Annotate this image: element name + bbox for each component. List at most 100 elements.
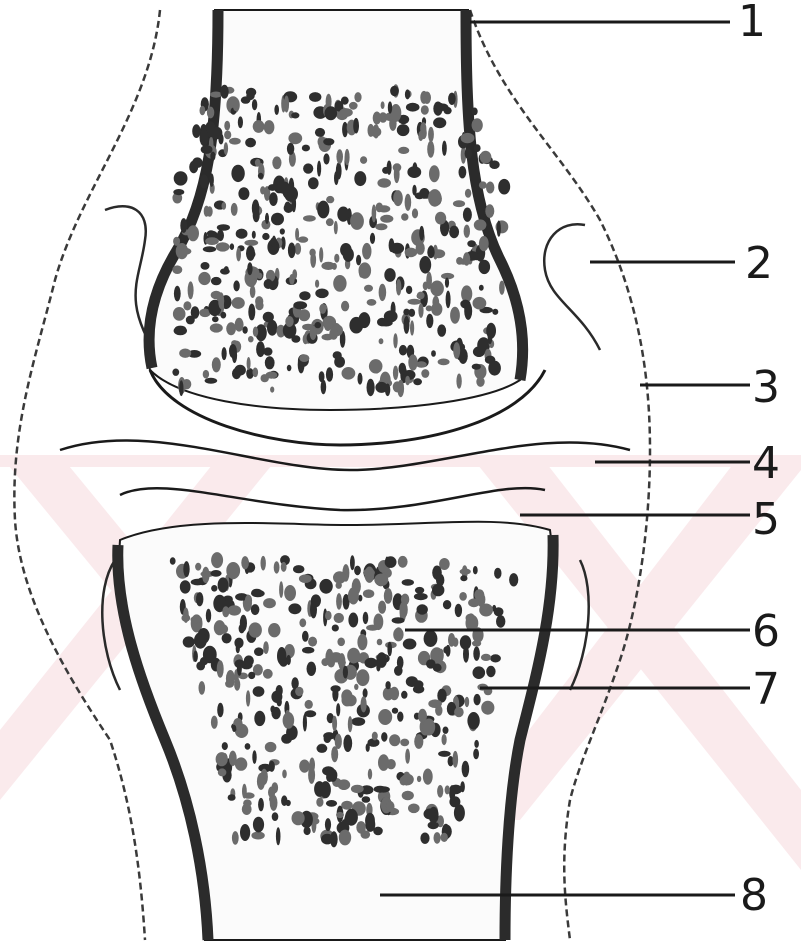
trabecula-mark (293, 565, 304, 573)
trabecula-mark (438, 751, 451, 757)
trabecula-mark (390, 86, 399, 96)
trabecula-mark (408, 354, 417, 370)
trabecula-mark (183, 561, 189, 577)
trabecula-mark (374, 574, 388, 587)
trabecula-mark (264, 279, 273, 289)
trabecula-mark (380, 215, 393, 223)
trabecula-mark (187, 225, 199, 241)
trabecula-mark (442, 734, 447, 745)
trabecula-mark (464, 225, 470, 238)
trabecula-mark (211, 127, 222, 140)
trabecula-mark (333, 571, 346, 583)
trabecula-mark (474, 694, 481, 705)
trabecula-mark (170, 557, 176, 564)
trabecula-mark (454, 707, 464, 717)
trabecula-mark (446, 291, 451, 309)
trabecula-mark (303, 163, 313, 173)
trabecula-mark (270, 237, 277, 246)
trabecula-mark (303, 215, 316, 221)
trabecula-mark (373, 827, 383, 836)
trabecula-mark (321, 262, 335, 270)
trabecula-mark (341, 301, 349, 312)
trabecula-mark (463, 208, 472, 222)
trabecula-mark (228, 794, 236, 801)
label-8: 8 (740, 870, 768, 921)
trabecula-mark (463, 645, 469, 662)
trabecula-mark (473, 566, 478, 574)
trabecula-mark (372, 732, 378, 741)
trabecula-mark (403, 639, 417, 650)
trabecula-mark (181, 248, 191, 255)
trabecula-mark (231, 203, 238, 216)
trabecula-mark (180, 580, 191, 593)
trabecula-mark (481, 701, 494, 715)
trabecula-mark (315, 289, 328, 299)
trabecula-mark (368, 124, 375, 137)
trabecula-mark (180, 218, 187, 233)
trabecula-mark (247, 262, 252, 275)
trabecula-mark (472, 118, 483, 132)
trabecula-mark (299, 354, 309, 362)
trabecula-mark (211, 277, 222, 285)
trabecula-mark (299, 618, 306, 627)
trabecula-mark (307, 662, 317, 676)
trabecula-mark (195, 563, 201, 571)
trabecula-mark (243, 799, 252, 807)
trabecula-mark (509, 573, 518, 586)
trabecula-mark (486, 666, 495, 677)
trabecula-mark (183, 301, 191, 310)
trabecula-mark (428, 189, 441, 207)
trabecula-mark (347, 648, 360, 664)
trabecula-mark (329, 328, 338, 340)
trabecula-mark (418, 303, 423, 318)
trabecula-mark (246, 91, 254, 100)
trabecula-mark (401, 691, 407, 699)
trabecula-mark (252, 199, 260, 216)
trabecula-mark (211, 552, 223, 568)
trabecula-mark (336, 812, 344, 818)
trabecula-mark (384, 268, 395, 282)
trabecula-mark (378, 601, 386, 614)
trabecula-mark (437, 324, 446, 336)
trabecula-mark (473, 666, 486, 679)
trabecula-mark (308, 177, 319, 189)
trabecula-mark (253, 120, 265, 133)
trabecula-mark (379, 284, 387, 301)
trabecula-mark (348, 613, 358, 628)
trabecula-mark (336, 703, 340, 716)
trabecula-mark (248, 672, 255, 679)
trabecula-mark (398, 556, 408, 568)
trabecula-mark (387, 161, 392, 175)
label-2: 2 (745, 238, 773, 289)
trabecula-mark (283, 712, 295, 729)
trabecula-mark (248, 336, 254, 342)
trabecula-mark (217, 660, 224, 678)
trabecula-mark (261, 374, 269, 382)
trabecula-mark (345, 149, 350, 165)
trabecula-mark (464, 302, 472, 320)
trabecula-mark (403, 309, 410, 316)
trabecula-mark (397, 656, 404, 669)
trabecula-mark (218, 577, 229, 592)
trabecula-mark (281, 734, 292, 744)
trabecula-mark (238, 116, 243, 128)
trabecula-mark (363, 589, 374, 598)
label-5: 5 (752, 494, 780, 545)
trabecula-mark (310, 325, 317, 340)
trabecula-mark (420, 833, 429, 844)
trabecula-mark (412, 185, 416, 196)
trabecula-mark (373, 112, 381, 125)
trabecula-mark (229, 138, 241, 145)
trabecula-mark (253, 327, 258, 337)
trabecula-mark (210, 323, 223, 332)
trabecula-mark (299, 760, 310, 773)
trabecula-mark (211, 585, 217, 592)
trabecula-mark (427, 246, 434, 258)
trabecula-mark (317, 744, 328, 753)
trabecula-mark (423, 769, 433, 785)
trabecula-mark (218, 768, 227, 776)
trabecula-mark (224, 142, 228, 155)
trabecula-mark (276, 685, 283, 696)
trabecula-mark (194, 632, 207, 648)
trabecula-mark (350, 555, 355, 570)
